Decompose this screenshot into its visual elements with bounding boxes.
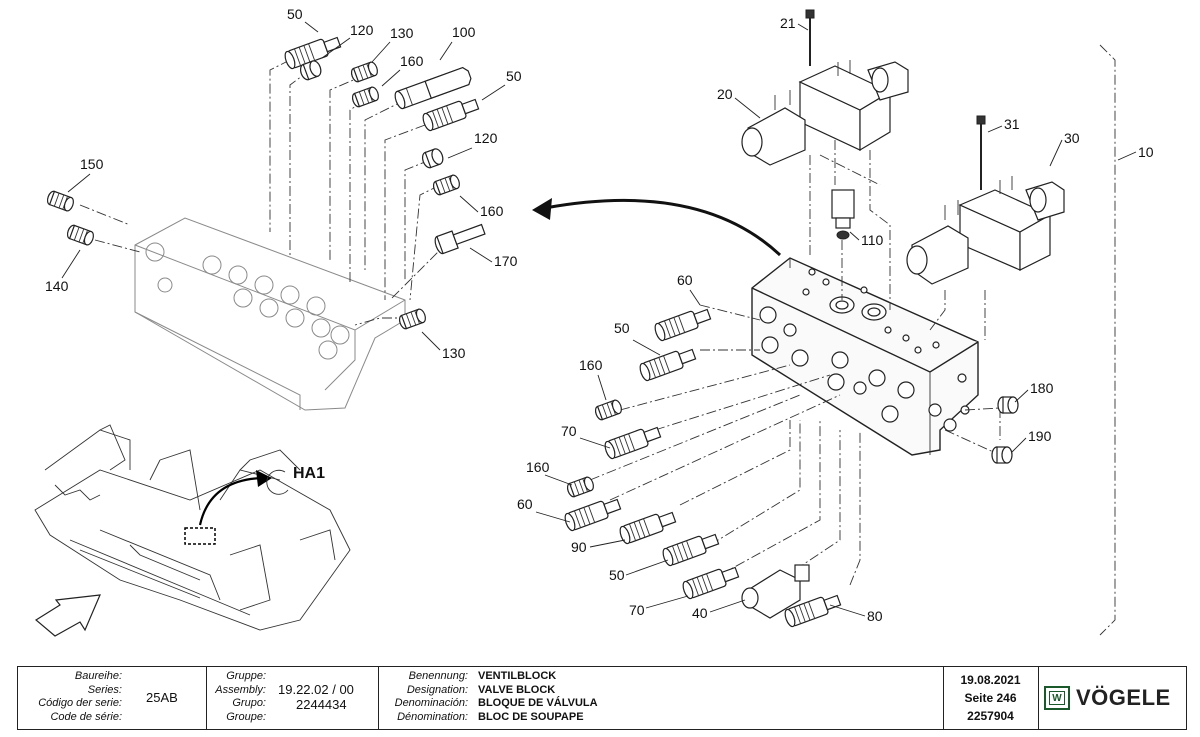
callout-20: 20 <box>717 86 733 102</box>
code-label: Code de série: <box>50 710 122 723</box>
callout-160-d: 160 <box>526 459 550 475</box>
group-labels: Gruppe: Assembly: Grupo: Groupe: <box>206 670 266 724</box>
callout-50-b: 50 <box>506 68 522 84</box>
part-70-lower <box>680 563 741 601</box>
callout-130-a: 130 <box>390 25 414 41</box>
part-130-top <box>349 60 380 84</box>
part-130-low <box>397 307 428 331</box>
main-valve-block <box>751 257 979 456</box>
callout-40: 40 <box>692 605 708 621</box>
callout-140: 140 <box>45 278 69 294</box>
part-190 <box>991 446 1013 464</box>
designation-labels: Benennung: Designation: Denominación: Dé… <box>378 670 468 724</box>
logo-mark-icon: W <box>1044 686 1070 710</box>
assembly-label: Assembly: <box>215 683 266 696</box>
callout-120-a: 120 <box>350 22 374 38</box>
title-block: Baureihe: Series: Código der serie: Code… <box>17 666 1187 730</box>
callout-180: 180 <box>1030 380 1054 396</box>
denominacion-value: BLOQUE DE VÁLVULA <box>478 697 598 709</box>
callout-100: 100 <box>452 24 476 40</box>
callout-160-b: 160 <box>480 203 504 219</box>
part-50-mid <box>420 95 481 133</box>
bolt-21 <box>805 9 815 66</box>
part-160-right-upper <box>593 398 624 422</box>
callout-31: 31 <box>1004 116 1020 132</box>
callout-70-a: 70 <box>561 423 577 439</box>
page-number: Seite 246 <box>964 691 1017 705</box>
denomination-label: Dénomination: <box>397 710 468 723</box>
brand-logo: W VÖGELE <box>1044 685 1171 711</box>
document-date: 19.08.2021 <box>960 673 1021 687</box>
assembly-bracket-10 <box>1099 44 1116 636</box>
callout-70-b: 70 <box>629 602 645 618</box>
assembly-path-lines-right <box>589 140 1001 586</box>
part-50-right-lower <box>660 530 721 568</box>
callouts: 50 120 130 100 160 50 120 150 160 140 17… <box>45 6 1154 624</box>
solenoid-valve-20 <box>741 60 909 166</box>
callout-170: 170 <box>494 253 518 269</box>
benennung-label: Benennung: <box>408 670 468 682</box>
callout-60-a: 60 <box>677 272 693 288</box>
baureihe-label: Baureihe: <box>74 670 122 682</box>
callout-160-a: 160 <box>400 53 424 69</box>
ghost-valve-block <box>134 217 406 411</box>
callout-90: 90 <box>571 539 587 555</box>
series-value: 25AB <box>146 690 178 705</box>
document-meta: 19.08.2021 Seite 246 2257904 <box>943 671 1038 725</box>
callout-160-c: 160 <box>579 357 603 373</box>
gruppe-label: Gruppe: <box>226 670 266 682</box>
callout-30: 30 <box>1064 130 1080 146</box>
callout-130-b: 130 <box>442 345 466 361</box>
part-140 <box>65 223 96 247</box>
logo-text: VÖGELE <box>1076 685 1171 710</box>
callout-50-c: 50 <box>614 320 630 336</box>
callout-50-d: 50 <box>609 567 625 583</box>
leader-lines <box>61 21 1137 617</box>
part-170 <box>434 223 486 255</box>
part-110 <box>831 189 855 240</box>
benennung-value: VENTILBLOCK <box>478 670 557 682</box>
part-160-top <box>350 85 381 109</box>
part-100 <box>394 66 472 110</box>
denomination-value: BLOC DE SOUPAPE <box>478 710 584 723</box>
callout-60-b: 60 <box>517 496 533 512</box>
callout-10: 10 <box>1138 144 1154 160</box>
part-40 <box>741 564 810 619</box>
group-value: 2244434 <box>296 697 347 712</box>
part-160-mid <box>431 173 462 197</box>
designation-value: VALVE BLOCK <box>478 683 556 696</box>
series-label: Series: <box>87 683 122 696</box>
callout-21: 21 <box>780 15 796 31</box>
callout-110: 110 <box>861 232 884 248</box>
designation-values: VENTILBLOCK VALVE BLOCK BLOQUE DE VÁLVUL… <box>478 670 598 724</box>
part-60-lower <box>562 495 623 533</box>
document-number: 2257904 <box>967 709 1014 723</box>
part-120-mid <box>419 146 446 170</box>
designation-label: Designation: <box>406 683 468 696</box>
bolt-31 <box>976 115 986 190</box>
series-labels: Baureihe: Series: Código der serie: Code… <box>18 670 122 724</box>
view-reference-ha1: HA1 <box>293 465 325 482</box>
part-90 <box>617 508 678 546</box>
callout-120-b: 120 <box>474 130 498 146</box>
exploded-parts-drawing: 50 120 130 100 160 50 120 150 160 140 17… <box>34 6 1154 637</box>
relation-arrow <box>532 198 782 257</box>
part-50-right-upper <box>637 345 698 383</box>
callout-150: 150 <box>80 156 104 172</box>
callout-50-a: 50 <box>287 6 303 22</box>
grupo-label: Grupo: <box>232 697 266 709</box>
solenoid-valve-30 <box>906 176 1065 285</box>
assembly-value: 19.22.02 / 00 <box>278 682 354 697</box>
callout-190: 190 <box>1028 428 1052 444</box>
denominacion-label: Denominación: <box>394 697 468 709</box>
codigo-label: Código der serie: <box>38 697 122 709</box>
part-160-right-lower <box>565 475 596 499</box>
callout-80: 80 <box>867 608 883 624</box>
part-60-upper <box>652 305 713 343</box>
part-180 <box>997 396 1019 414</box>
part-150 <box>45 189 76 213</box>
groupe-label: Groupe: <box>226 710 266 723</box>
machine-overview <box>34 424 351 637</box>
